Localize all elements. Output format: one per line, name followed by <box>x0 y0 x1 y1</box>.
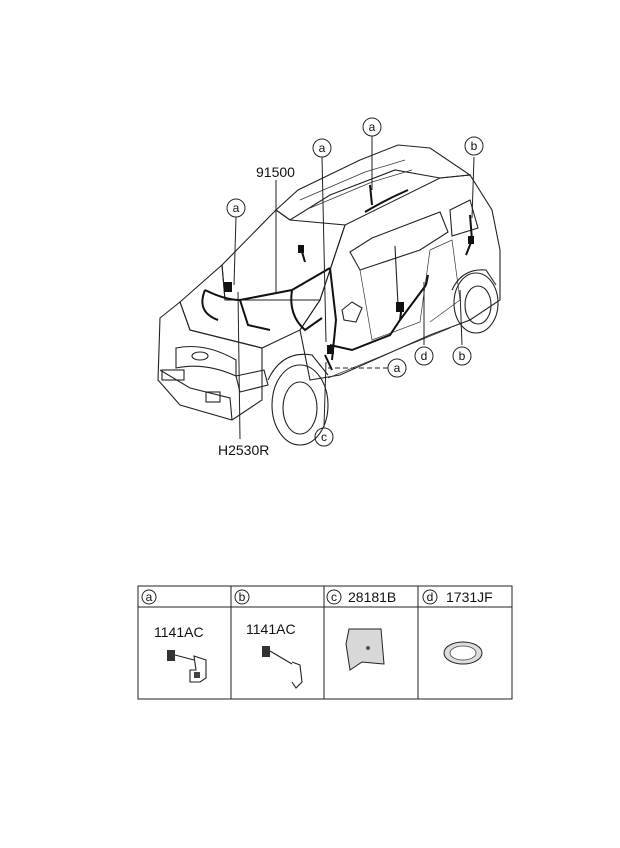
pad-icon <box>345 628 385 671</box>
legend-key-a: a <box>146 590 153 604</box>
callout-circle: a <box>387 358 407 378</box>
callout-circle: a <box>362 117 382 137</box>
callout-circle: a <box>312 138 332 158</box>
callout-b-letter: b <box>459 349 466 363</box>
callout-circle: d <box>414 346 434 366</box>
callout-a-letter: a <box>394 361 401 375</box>
callout-d-letter: d <box>421 349 428 363</box>
callout-leaders <box>233 136 475 440</box>
legend-cell-d: d 1731JF <box>422 589 493 665</box>
callout-c-letter: c <box>321 430 327 444</box>
part-label-harness: 91500 <box>256 164 295 180</box>
callout-circle: b <box>452 346 472 366</box>
legend-sub-label-b: 1141AC <box>246 621 296 637</box>
part-label-ground: H2530R <box>218 442 269 458</box>
callout-a-letter: a <box>369 120 376 134</box>
car-illustration <box>157 144 501 446</box>
legend-cell-b: b 1141AC <box>234 589 303 689</box>
callout-a-letter: a <box>233 201 240 215</box>
callout-b-letter: b <box>471 139 478 153</box>
grommet-icon <box>443 641 483 665</box>
callout-circle: b <box>464 136 484 156</box>
bolt-connector-icon <box>262 646 303 689</box>
legend-key-c: c <box>331 590 337 604</box>
legend-key-d: d <box>427 590 434 604</box>
legend-cell-a: a 1141AC <box>141 589 207 683</box>
legend-part-d: 1731JF <box>446 589 493 605</box>
wiring-harness <box>201 184 474 371</box>
legend-part-c: 28181B <box>348 589 396 605</box>
callout-circle: c <box>314 427 334 447</box>
legend-sub-label-a: 1141AC <box>154 624 204 640</box>
callout-circle: a <box>226 198 246 218</box>
callout-a-letter: a <box>319 141 326 155</box>
legend-key-b: b <box>239 590 246 604</box>
legend-cell-c: c 28181B <box>326 589 396 671</box>
legend-table: a 1141AC b 1141AC c 28181B <box>137 585 513 700</box>
bolt-bracket-icon <box>167 650 207 683</box>
